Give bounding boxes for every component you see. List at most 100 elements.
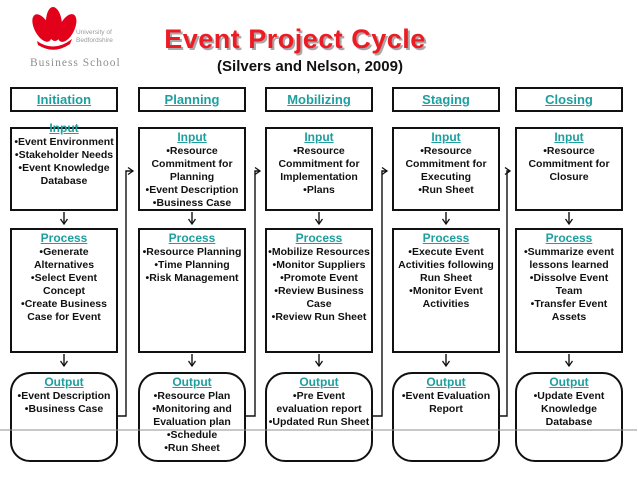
process-item: Review Business Case <box>267 285 371 311</box>
section-label-output: Output <box>172 375 212 389</box>
box-content: Input Resource Commitment for Executing … <box>394 129 498 197</box>
output-item: Business Case <box>12 403 116 416</box>
section-label-process: Process <box>168 231 216 245</box>
phase-header-staging: Staging <box>392 87 500 112</box>
input-box-closing: Input Resource Commitment for Closure <box>515 127 623 211</box>
process-box-closing: Process Summarize event lessons learned … <box>515 228 623 353</box>
box-content: Process Execute Event Activities followi… <box>394 230 498 311</box>
box-content: Output Update Event Knowledge Database <box>517 374 621 429</box>
process-item: Time Planning <box>140 259 244 272</box>
phase-column-planning: Planning Input Resource Commitment for P… <box>138 87 246 479</box>
input-item: Resource Commitment for Closure <box>517 145 621 184</box>
input-item: Business Case <box>140 197 244 210</box>
output-item: Monitoring and Evaluation plan <box>140 403 244 429</box>
process-item: Monitor Event Activities <box>394 285 498 311</box>
input-item: Plans <box>267 184 371 197</box>
phase-title: Planning <box>164 92 220 107</box>
input-box-mobilizing: Input Resource Commitment for Implementa… <box>265 127 373 211</box>
business-school-label: Business School <box>30 57 121 69</box>
process-item: Risk Management <box>140 272 244 285</box>
section-label-input: Input <box>177 130 207 144</box>
input-item: Event Description <box>140 184 244 197</box>
process-box-planning: Process Resource Planning Time Planning … <box>138 228 246 353</box>
university-name-line2: Bedfordshire <box>76 37 113 44</box>
connector-output-to-next-input <box>500 166 512 417</box>
phase-column-mobilizing: Mobilizing Input Resource Commitment for… <box>265 87 373 479</box>
box-content: Output Resource Plan Monitoring and Eval… <box>140 374 244 455</box>
process-item: Monitor Suppliers <box>267 259 371 272</box>
connector-output-to-next-input <box>118 166 135 417</box>
process-item: Generate Alternatives <box>12 246 116 272</box>
output-box-mobilizing: Output Pre Event evaluation report Updat… <box>265 372 373 462</box>
process-item: Summarize event lessons learned <box>517 246 621 272</box>
section-label-process: Process <box>40 231 88 245</box>
process-box-staging: Process Execute Event Activities followi… <box>392 228 500 353</box>
process-item: Select Event Concept <box>12 272 116 298</box>
output-item: Event Description <box>12 390 116 403</box>
phase-header-planning: Planning <box>138 87 246 112</box>
section-label-input: Input <box>49 121 79 135</box>
process-item: Promote Event <box>267 272 371 285</box>
process-box-initiation: Process Generate Alternatives Select Eve… <box>10 228 118 353</box>
phase-title: Initiation <box>36 92 92 107</box>
process-item: Review Run Sheet <box>267 311 371 324</box>
section-label-input: Input <box>554 130 584 144</box>
phase-title: Closing <box>545 92 593 107</box>
process-box-mobilizing: Process Mobilize Resources Monitor Suppl… <box>265 228 373 353</box>
university-logo: University of Bedfordshire Business Scho… <box>30 7 121 69</box>
output-box-staging: Output Event Evaluation Report <box>392 372 500 462</box>
phase-header-initiation: Initiation <box>10 87 118 112</box>
input-box-initiation: Input Event Environment Stakeholder Need… <box>10 121 118 211</box>
page-title: Event Project Cycle <box>164 24 426 54</box>
connector-output-to-next-input <box>373 166 389 417</box>
output-item: Schedule <box>140 429 244 442</box>
phase-title: Staging <box>422 92 470 107</box>
section-label-process: Process <box>545 231 593 245</box>
phase-column-closing: Closing Input Resource Commitment for Cl… <box>515 87 623 479</box>
input-box-planning: Input Resource Commitment for Planning E… <box>138 127 246 211</box>
section-label-output: Output <box>549 375 589 389</box>
logo-petals-icon <box>32 7 77 50</box>
section-label-process: Process <box>422 231 470 245</box>
output-box-planning: Output Resource Plan Monitoring and Eval… <box>138 372 246 462</box>
process-item: Dissolve Event Team <box>517 272 621 298</box>
box-content: Input Resource Commitment for Closure <box>517 129 621 184</box>
page-subtitle: (Silvers and Nelson, 2009) <box>217 58 403 75</box>
section-label-output: Output <box>44 375 84 389</box>
phase-header-closing: Closing <box>515 87 623 112</box>
output-item: Update Event Knowledge Database <box>517 390 621 429</box>
output-item: Resource Plan <box>140 390 244 403</box>
input-item: Event Knowledge Database <box>12 162 116 188</box>
phase-column-initiation: Initiation Input Event Environment Stake… <box>10 87 118 479</box>
input-item: Resource Commitment for Executing <box>394 145 498 184</box>
box-content: Output Event Description Business Case <box>12 374 116 416</box>
input-item: Stakeholder Needs <box>12 149 116 162</box>
process-item: Execute Event Activities following Run S… <box>394 246 498 285</box>
university-name-line1: University of <box>76 29 112 36</box>
box-content: Input Resource Commitment for Planning E… <box>140 129 244 210</box>
process-item: Resource Planning <box>140 246 244 259</box>
section-label-output: Output <box>426 375 466 389</box>
box-content: Process Mobilize Resources Monitor Suppl… <box>267 230 371 324</box>
input-item: Event Environment <box>12 136 116 149</box>
box-content: Process Summarize event lessons learned … <box>517 230 621 324</box>
connector-output-to-next-input <box>246 166 262 417</box>
process-item: Create Business Case for Event <box>12 298 116 324</box>
section-label-input: Input <box>304 130 334 144</box>
output-item: Run Sheet <box>140 442 244 455</box>
box-content: Process Generate Alternatives Select Eve… <box>12 230 116 324</box>
box-content: Input Resource Commitment for Implementa… <box>267 129 371 197</box>
section-label-output: Output <box>299 375 339 389</box>
section-label-input: Input <box>431 130 461 144</box>
box-content: Output Event Evaluation Report <box>394 374 498 416</box>
output-box-initiation: Output Event Description Business Case <box>10 372 118 462</box>
output-box-closing: Output Update Event Knowledge Database <box>515 372 623 462</box>
input-item: Run Sheet <box>394 184 498 197</box>
output-item: Updated Run Sheet <box>267 416 371 429</box>
process-item: Mobilize Resources <box>267 246 371 259</box>
box-content: Process Resource Planning Time Planning … <box>140 230 244 285</box>
phase-column-staging: Staging Input Resource Commitment for Ex… <box>392 87 500 479</box>
section-label-process: Process <box>295 231 343 245</box>
input-box-staging: Input Resource Commitment for Executing … <box>392 127 500 211</box>
